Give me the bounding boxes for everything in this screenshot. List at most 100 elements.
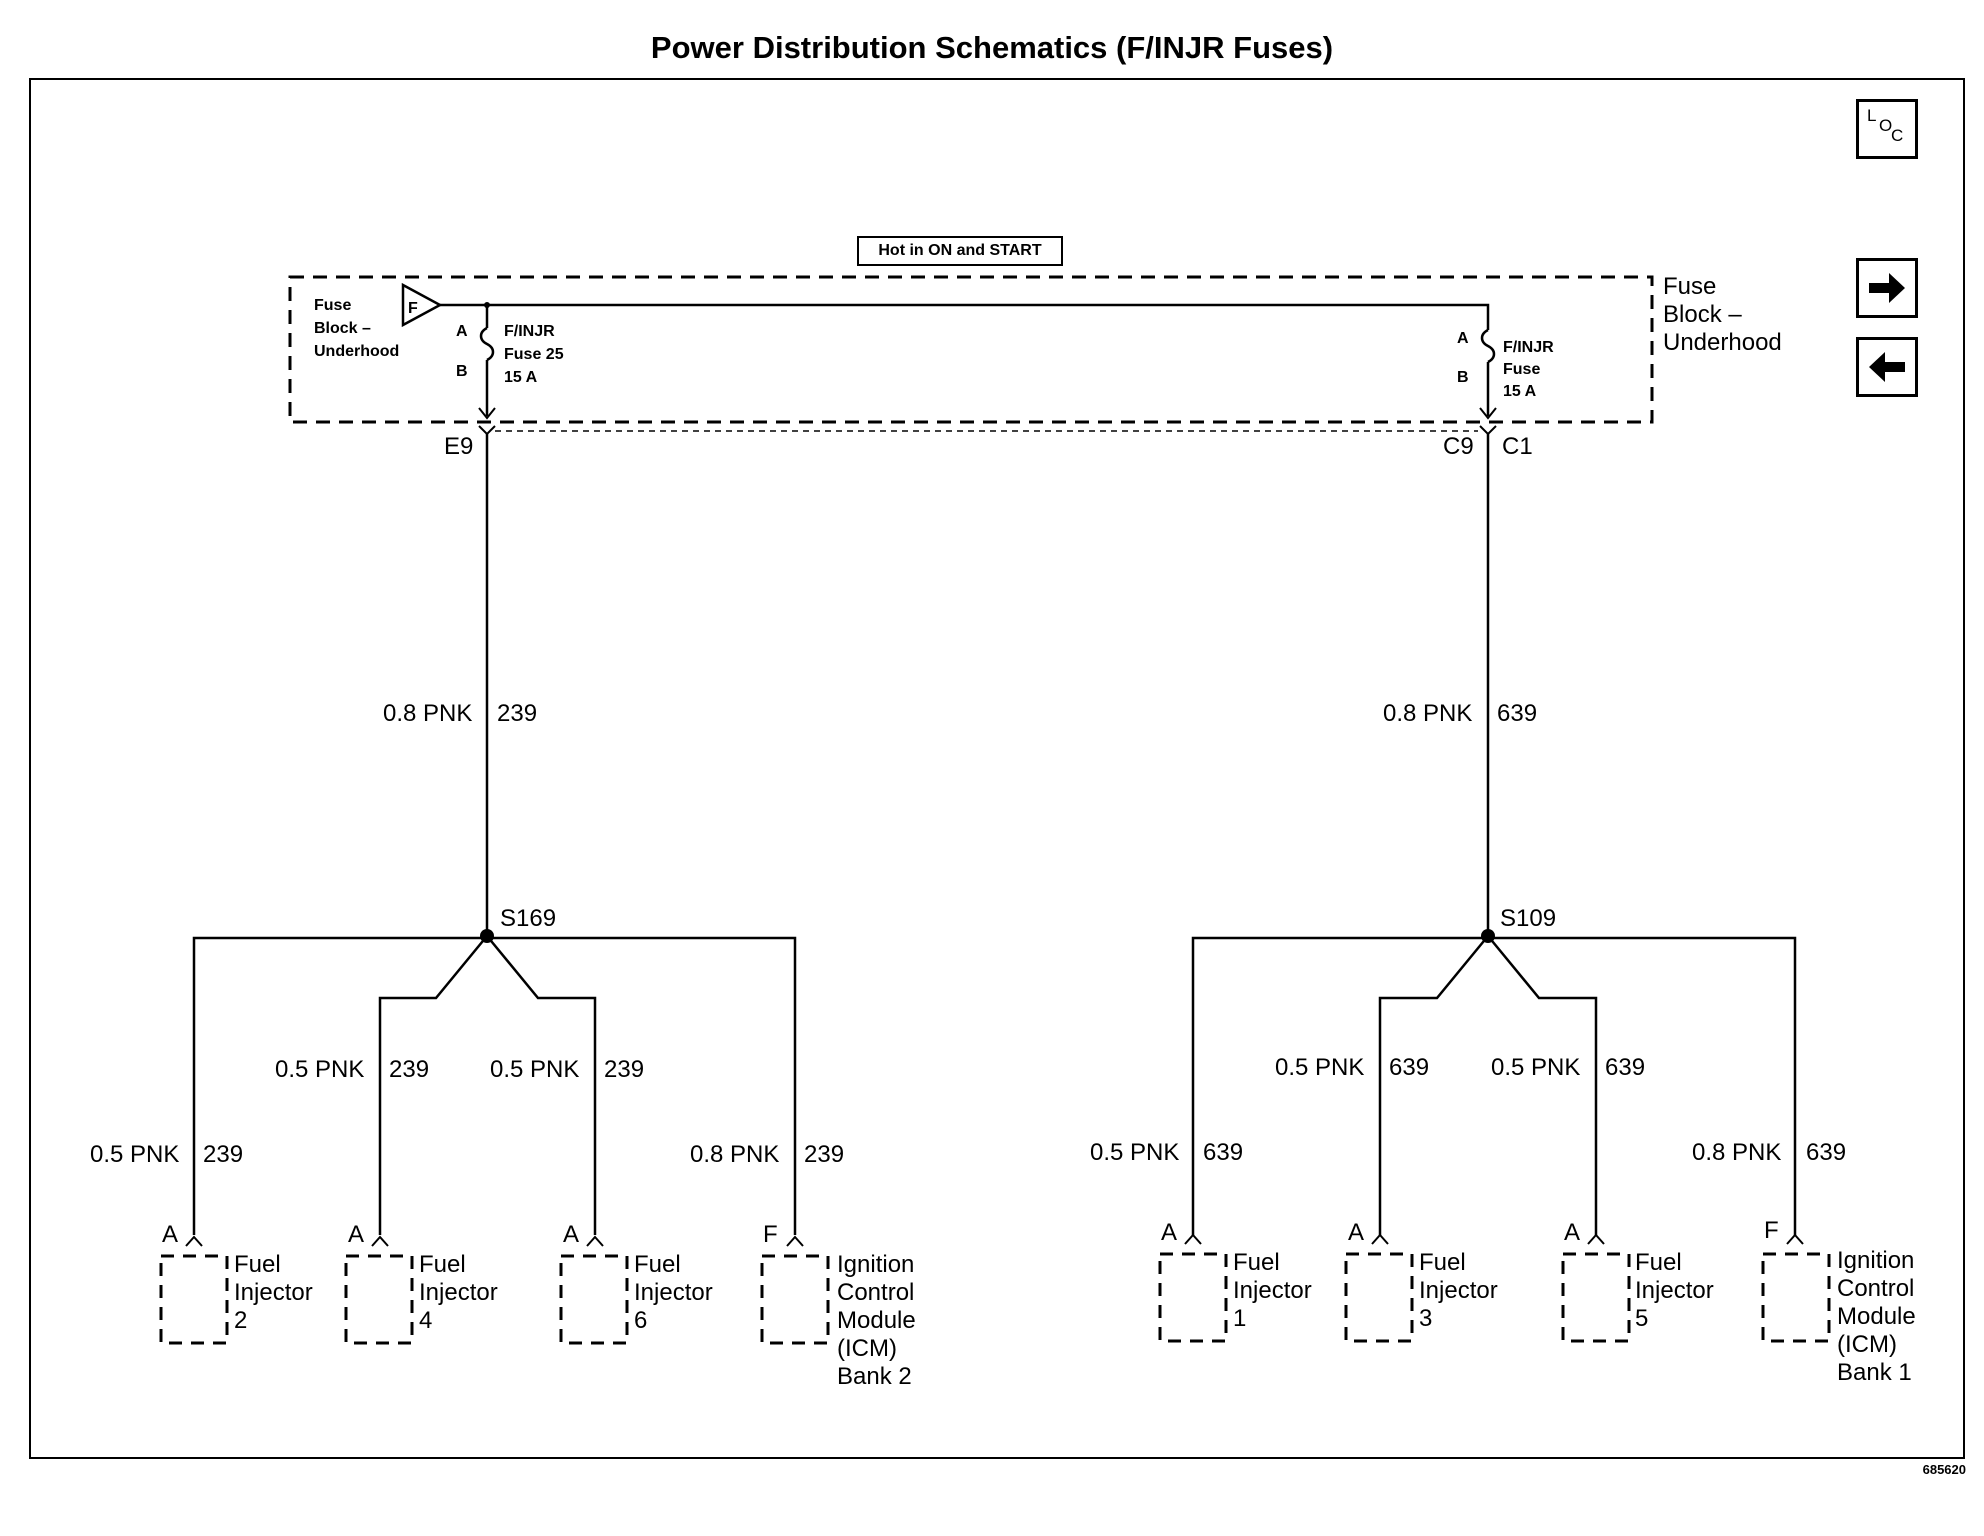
- terminal-chevron: [1786, 1233, 1804, 1245]
- connector-arrow-right: [1479, 407, 1497, 420]
- loc-letter: O: [1879, 116, 1893, 135]
- component-label-line: Injector: [1635, 1277, 1714, 1304]
- fuse-block-label-right: Fuse: [1663, 273, 1716, 300]
- power-source-symbol: [401, 282, 443, 328]
- terminal-chevron: [786, 1235, 804, 1247]
- fuel-injector-3-outline: [1344, 1252, 1414, 1343]
- fuse-block-label-left: Fuse: [314, 297, 351, 314]
- icm-bank-2-outline: [760, 1254, 830, 1345]
- component-label-line: Fuel: [1635, 1249, 1682, 1276]
- fuse-pin-label: B: [1457, 369, 1469, 386]
- right-arrow-icon: [1869, 273, 1905, 303]
- splice-dot: [1481, 929, 1495, 943]
- component-label-fuel-injector-1: Fuel Injector 1: [1233, 1249, 1312, 1332]
- connector-c9-chevron: [1479, 425, 1497, 436]
- fuel-injector-2-outline: [159, 1254, 229, 1345]
- component-label-line: Fuel: [419, 1251, 466, 1278]
- terminal-chevron: [371, 1235, 389, 1247]
- wire-size-label: 0.5 PNK: [490, 1056, 579, 1083]
- pin-label: F: [763, 1221, 778, 1248]
- bank-2-wiring: [192, 434, 797, 1235]
- component-label-fuel-injector-3: Fuel Injector 3: [1419, 1249, 1498, 1332]
- terminal-chevron: [1587, 1233, 1605, 1245]
- terminal-chevron: [1371, 1233, 1389, 1245]
- component-label-line: Injector: [419, 1279, 498, 1306]
- wire-size-label: 0.5 PNK: [1491, 1054, 1580, 1081]
- location-button[interactable]: L O C: [1856, 99, 1918, 159]
- fuse-label: Fuse: [1503, 361, 1540, 378]
- connector-label: C1: [1502, 433, 1533, 460]
- wire-size-label: 0.8 PNK: [690, 1141, 779, 1168]
- component-label-line: Fuel: [234, 1251, 281, 1278]
- component-label-line: Control: [837, 1279, 914, 1306]
- fuse-pin-label: A: [456, 323, 468, 340]
- connector-label: E9: [444, 433, 473, 460]
- circuit-label: 239: [203, 1141, 243, 1168]
- component-label-fuel-injector-4: Fuel Injector 4: [419, 1251, 498, 1334]
- pin-label: F: [1764, 1217, 1779, 1244]
- component-label-line: 3: [1419, 1305, 1432, 1332]
- wire-size-label: 0.5 PNK: [275, 1056, 364, 1083]
- fuse-block-label-right: Block –: [1663, 301, 1742, 328]
- power-bus: [440, 303, 1490, 330]
- component-label-line: 4: [419, 1307, 432, 1334]
- next-page-button[interactable]: [1856, 258, 1918, 318]
- splice-label: S169: [500, 905, 556, 932]
- source-tag: F: [408, 300, 418, 317]
- component-label-line: 2: [234, 1307, 247, 1334]
- component-label-line: Injector: [1233, 1277, 1312, 1304]
- splice-dot: [480, 929, 494, 943]
- component-label-line: Bank 2: [837, 1363, 912, 1390]
- circuit-label: 239: [804, 1141, 844, 1168]
- connector-e9-chevron: [478, 425, 496, 436]
- hot-in-label: Hot in ON and START: [857, 236, 1063, 266]
- component-label-line: (ICM): [837, 1335, 897, 1362]
- icm-bank-1-outline: [1761, 1252, 1831, 1343]
- wire-size-label: 0.8 PNK: [1692, 1139, 1781, 1166]
- component-label-line: Module: [837, 1307, 916, 1334]
- fuel-injector-4-outline: [344, 1254, 414, 1345]
- diagram-frame: [29, 78, 1965, 1459]
- circuit-label: 639: [1389, 1054, 1429, 1081]
- circuit-label: 639: [1497, 700, 1537, 727]
- component-label-line: Bank 1: [1837, 1359, 1912, 1386]
- pin-label: A: [348, 1221, 364, 1248]
- fuse-block-label-left: Underhood: [314, 343, 399, 360]
- circuit-label: 639: [1605, 1054, 1645, 1081]
- circuit-label: 239: [604, 1056, 644, 1083]
- circuit-label: 239: [497, 700, 537, 727]
- connector-arrow-left: [478, 407, 496, 420]
- left-arrow-icon: [1869, 352, 1905, 382]
- page-title: Power Distribution Schematics (F/INJR Fu…: [650, 30, 1334, 65]
- component-label-line: Module: [1837, 1303, 1916, 1330]
- loc-letter: C: [1891, 126, 1904, 145]
- pin-label: A: [162, 1221, 178, 1248]
- component-label-line: Injector: [634, 1279, 713, 1306]
- wire-size-label: 0.5 PNK: [1275, 1054, 1364, 1081]
- component-label-line: Ignition: [837, 1251, 914, 1278]
- fuel-injector-1-outline: [1158, 1252, 1228, 1343]
- connector-label: C9: [1443, 433, 1474, 460]
- component-label-line: Injector: [1419, 1277, 1498, 1304]
- circuit-label: 239: [389, 1056, 429, 1083]
- circuit-label: 639: [1806, 1139, 1846, 1166]
- bank-1-wiring: [1191, 434, 1797, 1235]
- terminal-chevron: [1184, 1233, 1202, 1245]
- component-label-icm-bank-2: Ignition Control Module (ICM) Bank 2: [837, 1251, 916, 1390]
- component-label-line: Fuel: [1233, 1249, 1280, 1276]
- circuit-label: 639: [1203, 1139, 1243, 1166]
- fuse-pin-label: A: [1457, 330, 1469, 347]
- component-label-fuel-injector-5: Fuel Injector 5: [1635, 1249, 1714, 1332]
- figure-number: 685620: [1922, 1462, 1966, 1477]
- fuse-label: 15 A: [504, 369, 538, 386]
- component-label-line: Ignition: [1837, 1247, 1914, 1274]
- wire-size-label: 0.8 PNK: [1383, 700, 1472, 727]
- component-label-fuel-injector-6: Fuel Injector 6: [634, 1251, 713, 1334]
- pin-label: A: [1564, 1219, 1580, 1246]
- previous-page-button[interactable]: [1856, 337, 1918, 397]
- fuel-injector-6-outline: [559, 1254, 629, 1345]
- component-label-line: (ICM): [1837, 1331, 1897, 1358]
- fuel-injector-5-outline: [1561, 1252, 1631, 1343]
- wire-size-label: 0.5 PNK: [1090, 1139, 1179, 1166]
